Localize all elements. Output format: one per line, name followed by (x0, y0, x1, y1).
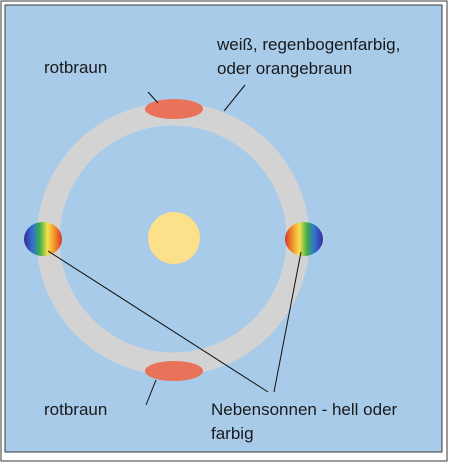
label-bottom-right-line2: farbig (211, 424, 254, 443)
label-bottom-right-line1: Nebensonnen - hell oder (211, 400, 398, 419)
sky-background (4, 4, 443, 453)
leader-line-sundog-right (273, 251, 302, 393)
label-top-left: rotbraun (44, 58, 107, 77)
leader-line-bottom-left (145, 379, 157, 406)
label-top-right-line2: oder orangebraun (217, 59, 352, 78)
leader-line-sundog-left (47, 250, 269, 393)
leader-line-top-right (223, 84, 246, 112)
sundog-left-icon (24, 222, 62, 256)
label-bottom-left: rotbraun (44, 400, 107, 419)
leader-line-top-left (147, 91, 159, 104)
sun-icon (148, 212, 200, 264)
label-top-right-line1: weiß, regenbogenfarbig, (216, 35, 400, 54)
upper-arc-spot (145, 99, 203, 119)
sundog-right-icon (285, 222, 323, 256)
lower-arc-spot (145, 361, 203, 381)
